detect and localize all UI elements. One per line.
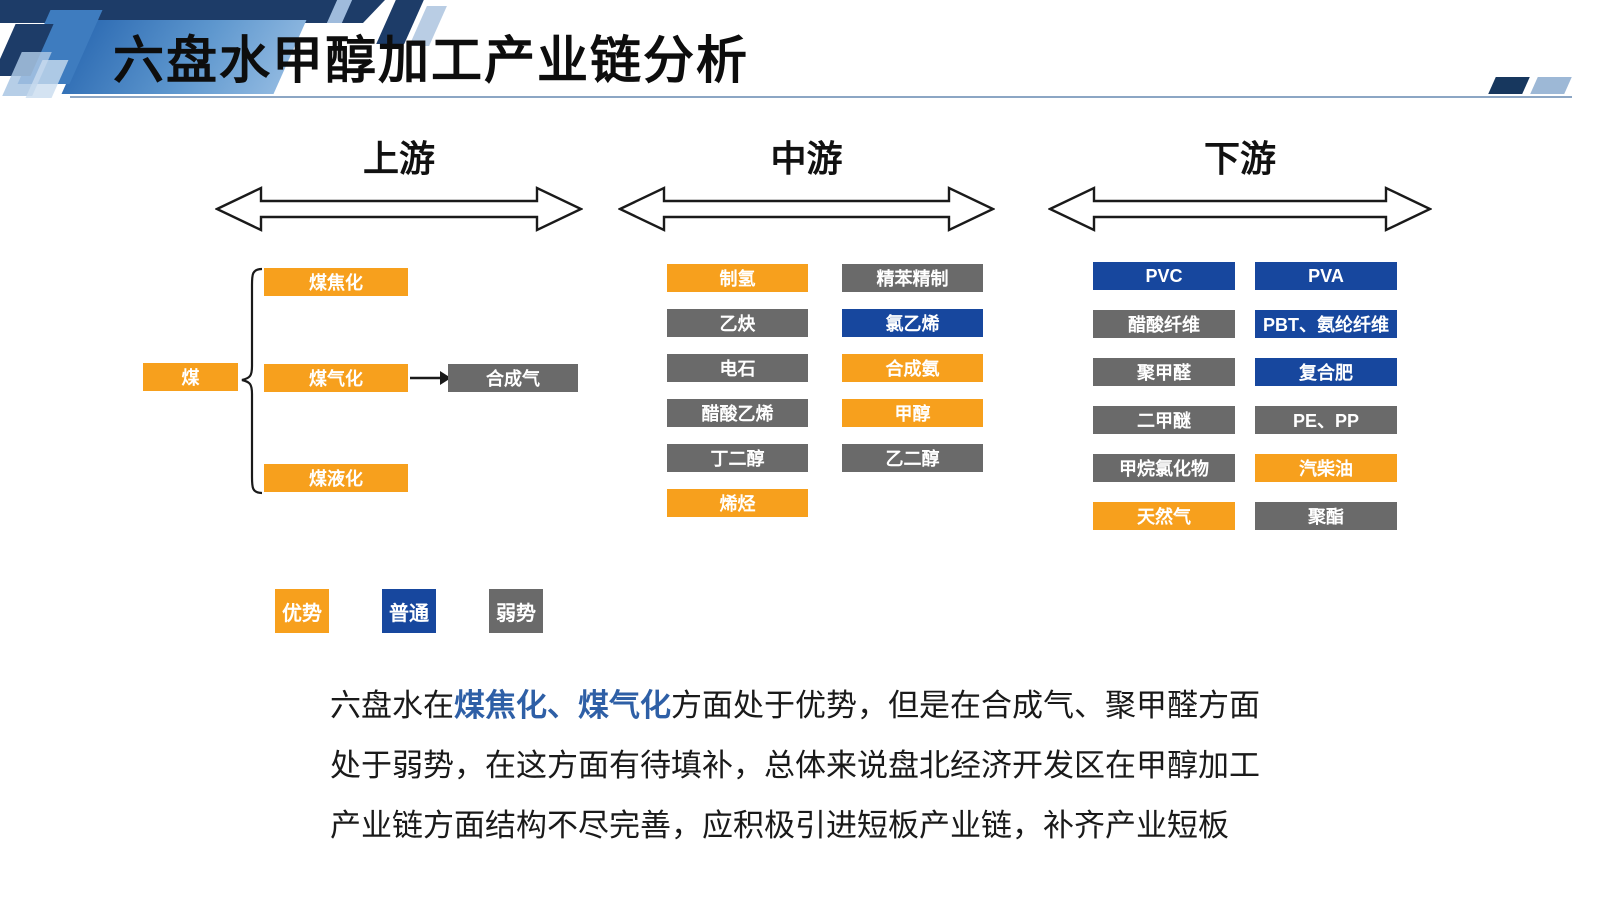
section-header-midstream: 中游 — [618, 136, 995, 233]
header-right-light-shape — [1530, 77, 1572, 94]
section-header-upstream: 上游 — [215, 136, 583, 233]
chain-box: 丁二醇 — [667, 444, 808, 472]
section-header-downstream: 下游 — [1048, 136, 1432, 233]
chain-box: 聚酯 — [1255, 502, 1397, 530]
flow-arrow-icon — [410, 371, 451, 385]
downstream-column-2: PVA PBT、氨纶纤维 复合肥 PE、PP 汽柴油 聚酯 — [1255, 262, 1397, 530]
chain-box: 合成氨 — [842, 354, 983, 382]
header-right-navy-shape — [1488, 77, 1530, 94]
chain-box-liquefaction: 煤液化 — [264, 464, 408, 492]
chain-box: PVC — [1093, 262, 1235, 290]
summary-accent-part: 煤焦化、煤气化 — [454, 688, 671, 723]
chain-box: 甲烷氯化物 — [1093, 454, 1235, 482]
chain-box: 电石 — [667, 354, 808, 382]
summary-part: 方面处于优势，但是在合成气、聚甲醛方面处于弱势，在这方面有待填补，总体来说盘北经… — [330, 688, 1260, 843]
summary-text: 六盘水在煤焦化、煤气化方面处于优势，但是在合成气、聚甲醛方面处于弱势，在这方面有… — [330, 676, 1280, 856]
brace-icon — [241, 267, 263, 495]
legend-item-weak: 弱势 — [489, 589, 543, 633]
double-arrow-icon — [618, 186, 995, 232]
chain-box: 乙炔 — [667, 309, 808, 337]
chain-box: PVA — [1255, 262, 1397, 290]
midstream-label: 中游 — [770, 138, 843, 179]
chain-box: PBT、氨纶纤维 — [1255, 310, 1397, 338]
page-title: 六盘水甲醇加工产业链分析 — [113, 32, 750, 89]
midstream-column-2: 精苯精制 氯乙烯 合成氨 甲醇 乙二醇 — [842, 264, 983, 472]
chain-box: 二甲醚 — [1093, 406, 1235, 434]
chain-box-coal: 煤 — [143, 363, 238, 391]
chain-box: 汽柴油 — [1255, 454, 1397, 482]
chain-box-syngas: 合成气 — [448, 364, 578, 392]
midstream-column-1: 制氢 乙炔 电石 醋酸乙烯 丁二醇 烯烃 — [667, 264, 808, 517]
legend-item-advantage: 优势 — [275, 589, 329, 633]
chain-box: 复合肥 — [1255, 358, 1397, 386]
downstream-label: 下游 — [1203, 138, 1276, 179]
chain-box-gasification: 煤气化 — [264, 364, 408, 392]
double-arrow-icon — [1048, 186, 1432, 232]
chain-box: 醋酸纤维 — [1093, 310, 1235, 338]
header-underline — [70, 96, 1572, 98]
chain-box: PE、PP — [1255, 406, 1397, 434]
chain-box: 醋酸乙烯 — [667, 399, 808, 427]
summary-part: 六盘水在 — [330, 688, 454, 723]
chain-box-coking: 煤焦化 — [264, 268, 408, 296]
legend-item-normal: 普通 — [382, 589, 436, 633]
chain-box: 精苯精制 — [842, 264, 983, 292]
chain-box: 乙二醇 — [842, 444, 983, 472]
chain-box: 烯烃 — [667, 489, 808, 517]
legend: 优势 普通 弱势 — [275, 589, 543, 633]
chain-box: 制氢 — [667, 264, 808, 292]
upstream-label: 上游 — [362, 138, 435, 179]
double-arrow-icon — [215, 186, 583, 232]
downstream-column-1: PVC 醋酸纤维 聚甲醛 二甲醚 甲烷氯化物 天然气 — [1093, 262, 1235, 530]
chain-box: 天然气 — [1093, 502, 1235, 530]
chain-box: 氯乙烯 — [842, 309, 983, 337]
chain-box: 甲醇 — [842, 399, 983, 427]
chain-box: 聚甲醛 — [1093, 358, 1235, 386]
